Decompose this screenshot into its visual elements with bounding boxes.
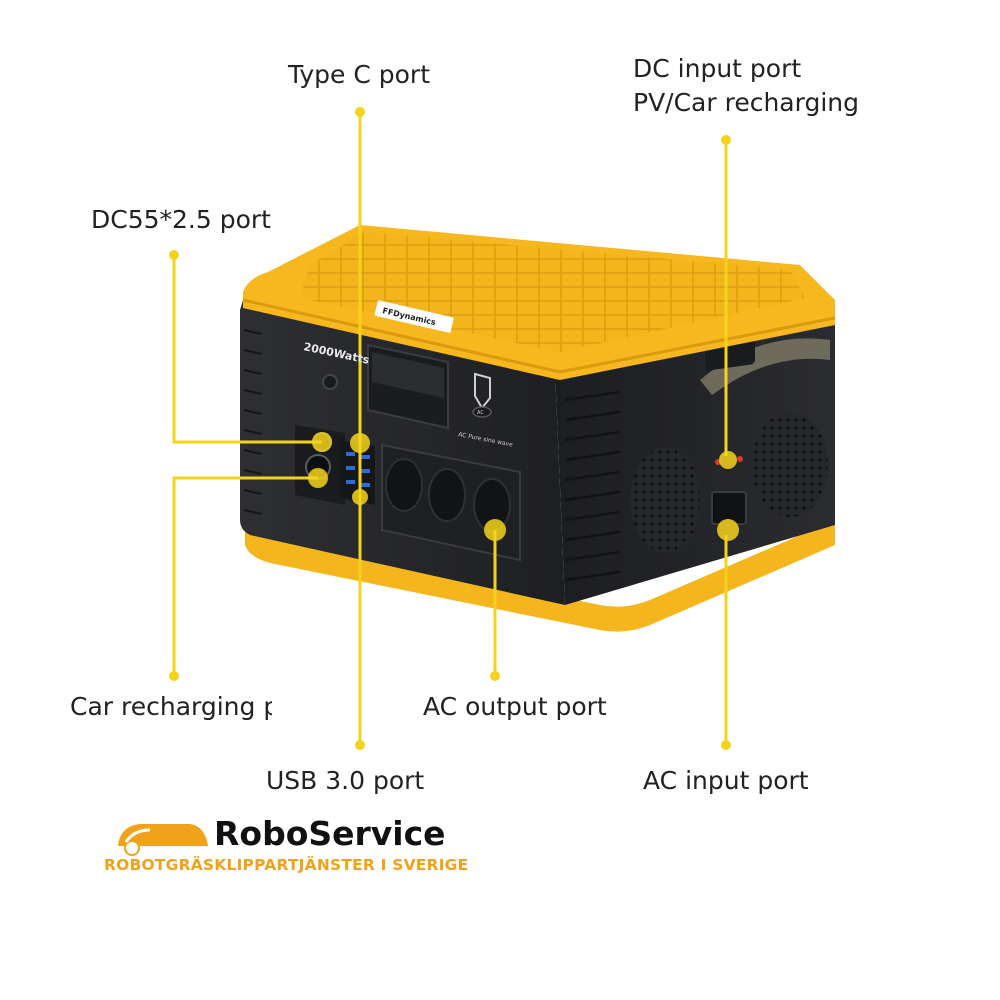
dc55-port-label: DC55*2.5 port: [91, 205, 271, 234]
callout-lines: [172, 112, 728, 745]
callout-dots: [169, 107, 731, 750]
left-vent: [630, 448, 700, 552]
device-base: [245, 515, 835, 632]
port-highlights: [308, 432, 739, 541]
roboservice-watermark: RoboService ROBOTGRÄSKLIPPARTJÄNSTER I S…: [104, 810, 484, 882]
ac-button-label: AC: [477, 410, 484, 416]
dc-input-port-label-line2: PV/Car recharging: [633, 87, 859, 117]
device-side-body: [555, 320, 835, 605]
dc-input-port-label-line1: DC input port: [633, 54, 802, 83]
ac-input-port-label: AC input port: [643, 766, 809, 795]
brand-name: RoboService: [214, 814, 446, 853]
right-vent: [752, 413, 828, 517]
usb-port-label: USB 3.0 port: [266, 766, 425, 795]
device-top-lid: [242, 225, 836, 380]
mower-logo-icon: [118, 824, 208, 856]
type-c-port-label: Type C port: [288, 60, 431, 89]
car-recharging-port-label: Car recharging port: [70, 692, 272, 721]
dc-input-port-label: DC input port PV/Car recharging: [633, 52, 859, 120]
brand-tagline: ROBOTGRÄSKLIPPARTJÄNSTER I SVERIGE: [104, 856, 469, 874]
ac-output-port-label: AC output port: [423, 692, 607, 721]
